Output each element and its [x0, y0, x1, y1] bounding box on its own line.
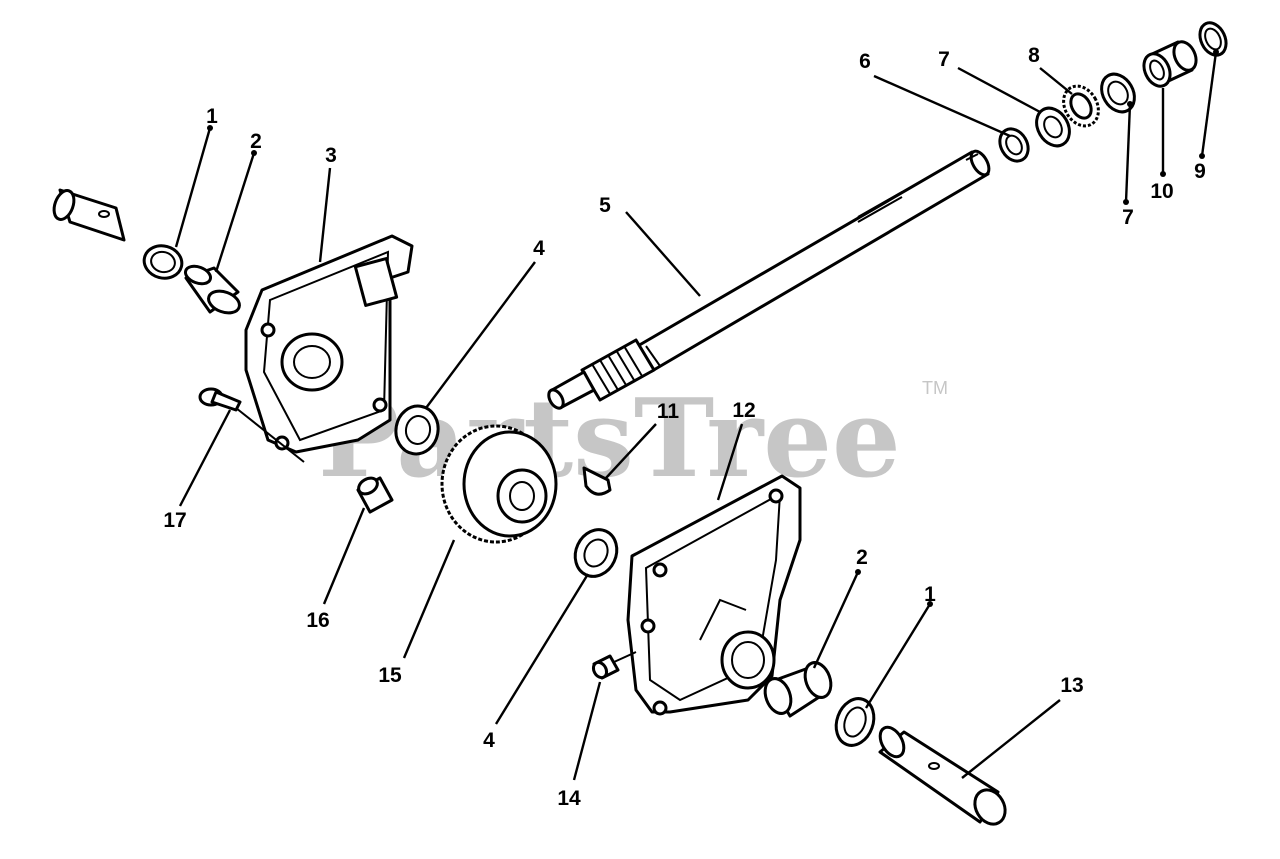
washer-4-lower [573, 528, 619, 578]
callout-4-upper: 4 [533, 237, 545, 260]
callout-1-lower: 1 [924, 583, 936, 606]
callout-1-upper: 1 [206, 105, 218, 128]
roll-pin-16 [356, 476, 394, 514]
callout-12: 12 [732, 399, 755, 422]
thrust-bearing-8 [1062, 84, 1100, 128]
leader-dots [207, 49, 1219, 607]
callout-2-upper: 2 [250, 130, 262, 153]
axle-pin-left [52, 188, 126, 242]
retaining-ring-6 [998, 127, 1030, 163]
callout-10: 10 [1150, 180, 1173, 203]
callout-15: 15 [378, 664, 402, 687]
axle-pin-right [878, 725, 1007, 826]
callout-4-lower: 4 [483, 729, 495, 752]
gear-housing-left [244, 234, 414, 454]
callout-6: 6 [859, 50, 871, 73]
callout-11: 11 [657, 400, 680, 423]
leader-lines [174, 51, 1218, 781]
bushing-10 [1142, 40, 1198, 88]
callout-13: 13 [1060, 674, 1083, 697]
callout-2-lower: 2 [856, 546, 868, 569]
watermark-trademark: TM [922, 378, 948, 398]
bushing-2-upper [183, 264, 241, 315]
callout-5: 5 [599, 194, 611, 217]
callout-7-upper: 7 [938, 48, 950, 71]
seal-9 [1198, 21, 1228, 57]
bolt-17 [198, 387, 242, 412]
callout-14: 14 [557, 787, 581, 810]
callout-17: 17 [163, 509, 186, 532]
washer-7-upper [1035, 106, 1071, 148]
callout-7-lower: 7 [1122, 206, 1134, 229]
set-screw-14 [591, 654, 620, 680]
callout-labels: 1 2 3 4 5 6 7 8 7 10 9 11 12 17 16 15 4 … [163, 44, 1206, 810]
washer-4-upper [394, 404, 440, 456]
shaft [547, 149, 991, 410]
seal-1-lower [834, 697, 876, 747]
washer-7-lower [1100, 72, 1136, 114]
callout-16: 16 [306, 609, 329, 632]
callout-8: 8 [1028, 44, 1040, 67]
callout-9: 9 [1194, 160, 1206, 183]
bushing-2-lower [763, 661, 833, 718]
woodruff-key-11 [582, 466, 612, 496]
gear-housing-right [626, 474, 802, 716]
worm-gear-15 [440, 424, 558, 544]
callout-3: 3 [325, 144, 337, 167]
seal-1-upper [142, 244, 184, 280]
